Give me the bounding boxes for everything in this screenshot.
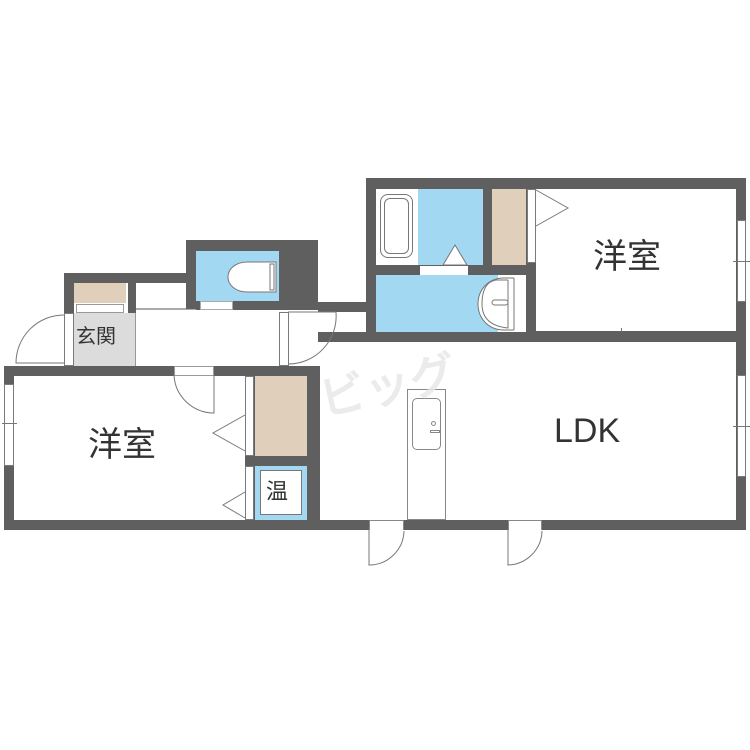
window-tick [733,261,750,262]
ldk-entry-door-frame [279,312,289,366]
entrance-door-swing-icon[interactable] [14,313,66,367]
ldk-door-right-opening [508,520,542,530]
western-room-left-door-opening [174,366,214,376]
corridor-top-line [136,308,186,309]
western-room-left-label: 洋室 [88,425,156,465]
storage-upper-right [492,189,526,265]
shoe-storage [74,283,126,303]
western-room-left-door-swing-icon[interactable] [173,374,216,417]
inner-wall-right [307,376,318,520]
bathtub-icon [380,194,413,258]
ldk-label: LDK [554,412,621,450]
ldk-door-left-opening [369,520,404,530]
corridor-connector-wall [318,302,368,312]
entrance-door-frame [64,313,74,366]
bathtub-inner [384,198,409,254]
storage-left-room [255,376,307,456]
ldk-entry-door-swing-icon[interactable] [287,311,340,368]
ldk-door-right-swing-icon[interactable] [507,529,547,569]
corridor-divider-wall [136,309,196,310]
bath-door-opening [420,266,468,275]
entrance-floor [74,313,136,367]
water-heater-label: 温 [266,480,289,505]
corridor-floor [136,310,278,366]
closet-door-swing-icon [535,189,570,227]
entrance-step [76,304,124,313]
bath-door-icon [442,244,468,266]
western-room-right-label: 洋室 [593,237,661,277]
entrance-label: 玄関 [76,324,116,348]
ldk-door-left-swing-icon[interactable] [368,529,408,569]
closet-door-swing-icon [222,491,246,519]
closet-door-left-room[interactable] [245,376,254,456]
window-tick [733,426,750,427]
ldk-floor [318,342,736,520]
window-left-room-west [4,384,14,466]
washbasin-icon [477,277,515,331]
closet-door-upper[interactable] [527,189,536,263]
kitchen-counter [407,389,446,520]
ldk-top-left-wall [366,332,438,342]
toilet-door-opening [200,301,233,310]
kitchen-sink-icon [412,398,441,450]
water-heater-door[interactable] [245,466,254,520]
toilet-icon [227,261,277,293]
faucet-handle-icon [430,430,440,433]
western-room-right-floor [536,189,736,331]
corridor-top-wall [136,273,188,283]
water-heater-inner [260,470,302,515]
western-room-left-floor [14,376,245,520]
closet-divider [245,456,307,466]
faucet-icon [431,421,436,426]
closet-door-swing-icon [211,414,246,452]
window-tick [2,423,17,424]
